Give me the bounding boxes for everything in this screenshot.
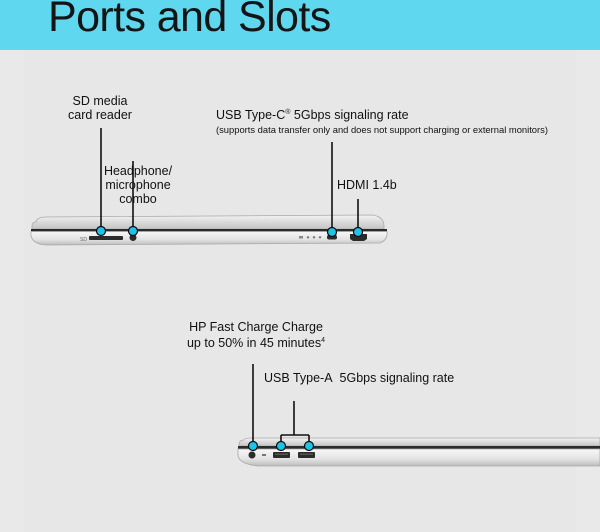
headphone-label-line3: combo xyxy=(119,192,157,206)
title-banner: Ports and Slots xyxy=(0,0,600,50)
bottom-laptop-side-view xyxy=(237,437,600,467)
sd-card-reader-label: SD media card reader xyxy=(64,94,136,122)
headphone-label-line2: microphone xyxy=(105,178,171,192)
usb-c-label: USB Type-C® 5Gbps signaling rate xyxy=(216,106,409,122)
page-title: Ports and Slots xyxy=(48,0,331,41)
usb-c-rate: 5Gbps signaling rate xyxy=(293,108,409,123)
fast-charge-line1: HP Fast Charge Charge xyxy=(189,320,323,334)
fast-charge-line2: up to 50% in 45 minutes xyxy=(186,336,322,351)
bottom-callouts xyxy=(247,364,315,452)
headphone-combo-label: Headphone/ microphone combo xyxy=(98,164,178,206)
usb-a-label: USB Type-A 5Gbps signaling rate xyxy=(264,371,454,385)
usb-a-name: USB Type-A xyxy=(264,371,333,385)
sd-label-line2: card reader xyxy=(68,108,132,122)
hdmi-label: HDMI 1.4b xyxy=(337,178,397,192)
top-laptop-side-view: SD xyxy=(30,214,388,246)
usb-c-note: (supports data transfer only and does no… xyxy=(216,124,548,135)
fast-charge-label: HP Fast Charge Charge up to 50% in 45 mi… xyxy=(176,320,336,350)
headphone-label-line1: Headphone/ xyxy=(103,164,173,178)
usb-c-name: USB Type-C xyxy=(216,108,286,123)
fast-charge-footnote: 4 xyxy=(321,337,326,344)
usb-a-rate: 5Gbps signaling rate xyxy=(339,371,455,385)
usb-c-registered-mark: ® xyxy=(285,109,291,116)
svg-text:SD: SD xyxy=(80,237,87,243)
top-callouts xyxy=(95,128,364,238)
sd-label-line1: SD media xyxy=(72,94,128,108)
